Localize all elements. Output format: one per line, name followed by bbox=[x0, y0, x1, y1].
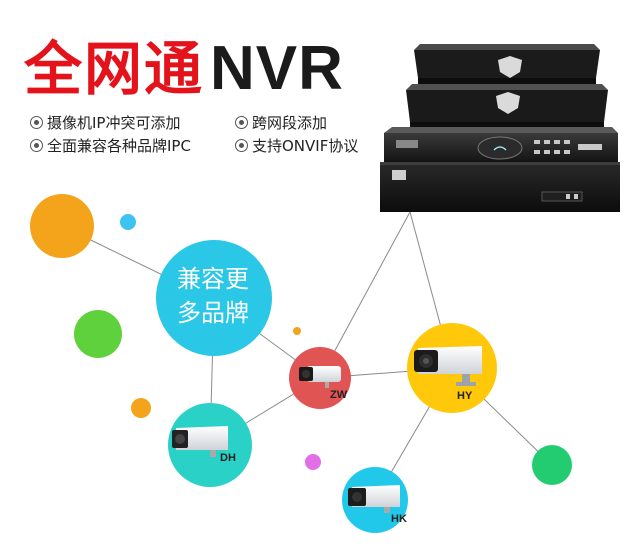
camera-hy-icon bbox=[414, 346, 482, 386]
bullet-icon bbox=[30, 116, 43, 129]
decor-emerald-circle bbox=[532, 445, 572, 485]
nvr-shield-logo-icon bbox=[496, 92, 520, 114]
decor-orange-dot bbox=[131, 398, 151, 418]
headline: 全网通 NVR bbox=[24, 22, 344, 103]
hub-label: 兼容更 多品牌 bbox=[155, 262, 271, 330]
bullet-icon bbox=[235, 139, 248, 152]
camera-node-hy bbox=[407, 323, 497, 413]
hub-circle bbox=[156, 240, 272, 356]
camera-label-dh: DH bbox=[220, 452, 236, 464]
camera-hk-icon bbox=[348, 485, 400, 513]
hub-label-line2: 多品牌 bbox=[177, 299, 249, 327]
nvr-device-stack bbox=[380, 44, 620, 212]
bullet-icon bbox=[235, 116, 248, 129]
nvr-front-buttons bbox=[534, 140, 602, 154]
decor-orange-circle bbox=[30, 194, 94, 258]
headline-nvr: NVR bbox=[210, 34, 344, 103]
feature-item-brand-compat: 全面兼容各种品牌IPC bbox=[30, 135, 191, 156]
decor-small-orange-dot bbox=[293, 327, 301, 335]
feature-item-ip-conflict: 摄像机IP冲突可添加 bbox=[30, 112, 180, 133]
feature-item-cross-segment: 跨网段添加 bbox=[235, 112, 327, 133]
hub-label-line1: 兼容更 bbox=[177, 265, 249, 293]
camera-label-zw: ZW bbox=[330, 389, 348, 401]
camera-dh-icon bbox=[172, 426, 228, 457]
feature-item-onvif: 支持ONVIF协议 bbox=[235, 135, 358, 156]
camera-label-hk: HK bbox=[391, 513, 407, 525]
decor-green-circle bbox=[74, 310, 122, 358]
bullet-icon bbox=[30, 139, 43, 152]
nvr-shield-logo-icon bbox=[498, 56, 522, 78]
camera-node-hk bbox=[342, 467, 408, 533]
camera-label-hy: HY bbox=[457, 390, 473, 402]
headline-chinese: 全网通 bbox=[24, 35, 205, 103]
camera-zw-icon bbox=[299, 366, 341, 388]
decor-pink-dot bbox=[305, 454, 321, 470]
decor-blue-dot bbox=[120, 214, 136, 230]
camera-node-dh bbox=[168, 403, 252, 487]
camera-node-zw bbox=[289, 347, 351, 409]
